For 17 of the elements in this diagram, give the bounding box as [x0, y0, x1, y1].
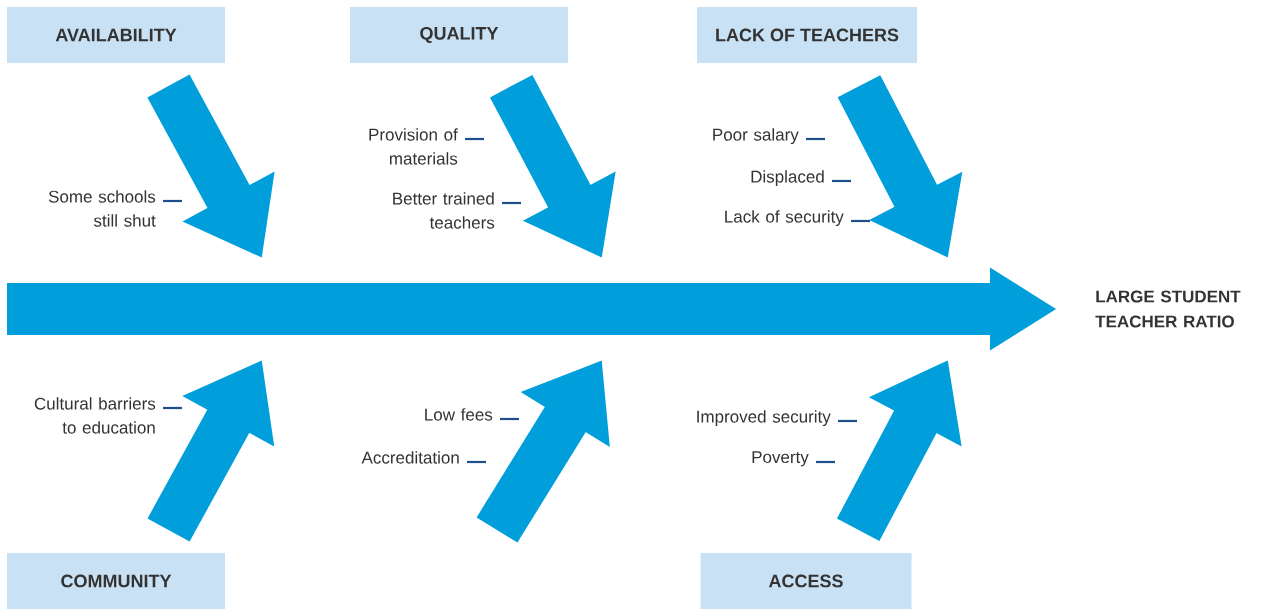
category-box: ACCESS [700, 553, 912, 609]
cause-text: Poor salary [713, 128, 799, 145]
cause-text: Lack of security [725, 210, 844, 227]
cause-text: Cultural barriers to education [34, 397, 156, 434]
cause-text: Poverty [752, 451, 809, 467]
cause-text: Better trained teachers [393, 192, 495, 229]
cause-text: Some schools still shut [48, 190, 156, 227]
effect-text: LARGE STUDENT TEACHER RATIO [1095, 290, 1241, 328]
category-box: COMMUNITY [7, 553, 225, 609]
category-box: QUALITY [350, 7, 568, 63]
cause-text: Improved security [697, 410, 831, 427]
category-box: LACK OF TEACHERS [697, 7, 917, 63]
category-box: AVAILABILITY [7, 7, 225, 63]
cause-text: Provision of materials [369, 128, 458, 165]
cause-text: Low fees [425, 408, 493, 421]
cause-text: Displaced [751, 170, 824, 187]
cause-text: Accreditation [361, 451, 459, 464]
